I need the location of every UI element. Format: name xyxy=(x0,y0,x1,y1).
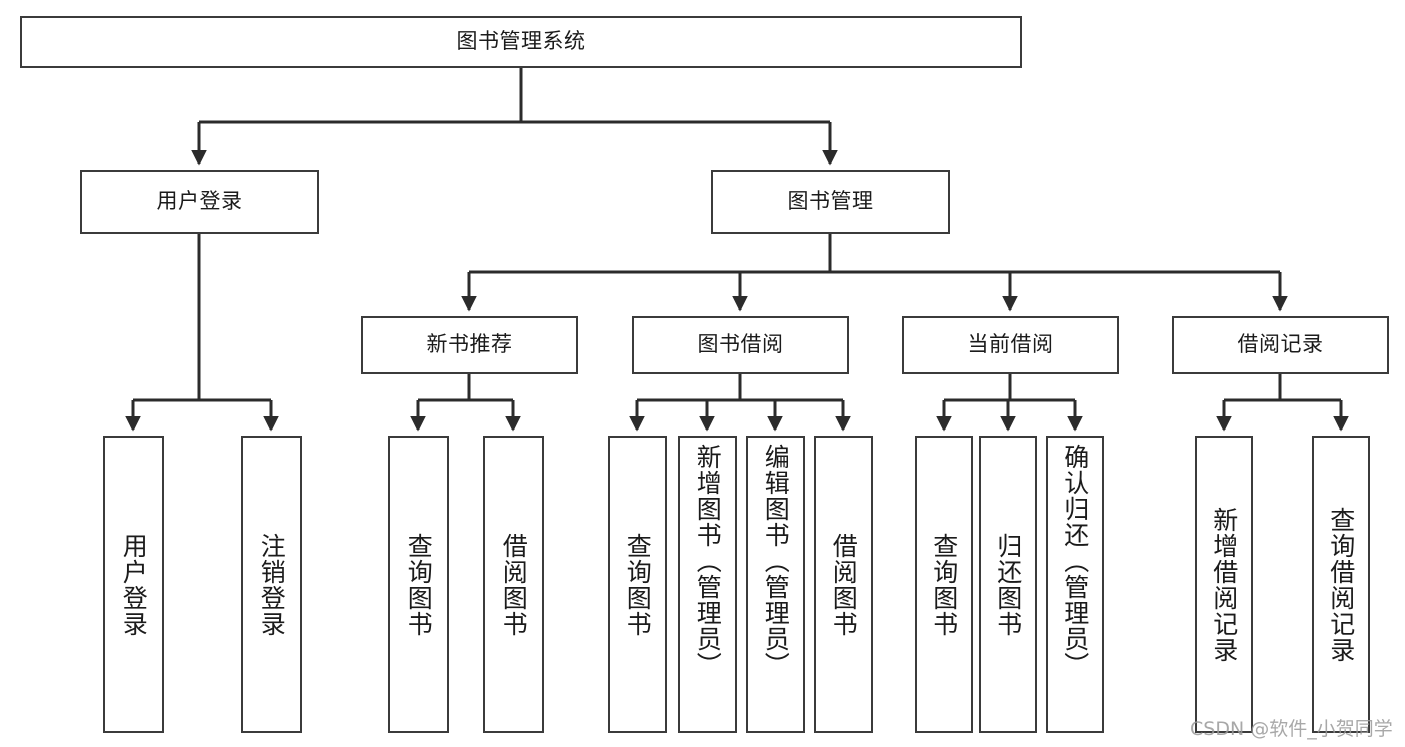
node-user-login[interactable]: 用户登录 xyxy=(80,170,319,234)
node-user-login-label: 用户登录 xyxy=(156,189,243,214)
leaf-borrow-query-book-label: 查询图书 xyxy=(623,532,653,637)
leaf-record-add[interactable]: 新增借阅记录 xyxy=(1195,436,1253,733)
leaf-record-query-label: 查询借阅记录 xyxy=(1326,506,1356,663)
leaf-record-query[interactable]: 查询借阅记录 xyxy=(1312,436,1370,733)
leaf-new-book-query-label: 查询图书 xyxy=(404,532,434,637)
leaf-user-login-signout-label: 注销登录 xyxy=(257,532,287,637)
leaf-new-book-borrow-label: 借阅图书 xyxy=(499,532,529,637)
leaf-user-login-signin-label: 用户登录 xyxy=(119,532,149,637)
leaf-borrow-borrow-book-label: 借阅图书 xyxy=(829,532,859,637)
node-book-borrow[interactable]: 图书借阅 xyxy=(632,316,849,374)
leaf-new-book-borrow[interactable]: 借阅图书 xyxy=(483,436,544,733)
node-root-system[interactable]: 图书管理系统 xyxy=(20,16,1022,68)
leaf-borrow-edit-book-admin[interactable]: 编辑图书（管理员） xyxy=(746,436,805,733)
leaf-new-book-query[interactable]: 查询图书 xyxy=(388,436,449,733)
leaf-current-return-book-label: 归还图书 xyxy=(993,532,1023,637)
node-new-book-recommend-label: 新书推荐 xyxy=(426,332,513,357)
node-book-management-label: 图书管理 xyxy=(787,189,874,214)
node-new-book-recommend[interactable]: 新书推荐 xyxy=(361,316,578,374)
leaf-current-return-book[interactable]: 归还图书 xyxy=(979,436,1037,733)
leaf-current-query-book[interactable]: 查询图书 xyxy=(915,436,973,733)
leaf-current-confirm-return-admin-label: 确认归还（管理员） xyxy=(1060,444,1090,678)
leaf-borrow-query-book[interactable]: 查询图书 xyxy=(608,436,667,733)
node-root-system-label: 图书管理系统 xyxy=(456,29,586,54)
node-borrow-record[interactable]: 借阅记录 xyxy=(1172,316,1389,374)
node-current-borrow[interactable]: 当前借阅 xyxy=(902,316,1119,374)
leaf-borrow-add-book-admin[interactable]: 新增图书（管理员） xyxy=(678,436,737,733)
csdn-watermark: CSDN @软件_小贺同学 xyxy=(1190,718,1393,740)
leaf-borrow-edit-book-admin-label: 编辑图书（管理员） xyxy=(761,444,791,678)
node-book-management[interactable]: 图书管理 xyxy=(711,170,950,234)
leaf-record-add-label: 新增借阅记录 xyxy=(1209,506,1239,663)
leaf-borrow-borrow-book[interactable]: 借阅图书 xyxy=(814,436,873,733)
leaf-borrow-add-book-admin-label: 新增图书（管理员） xyxy=(693,444,723,678)
leaf-user-login-signin[interactable]: 用户登录 xyxy=(103,436,164,733)
node-current-borrow-label: 当前借阅 xyxy=(967,332,1054,357)
node-book-borrow-label: 图书借阅 xyxy=(697,332,784,357)
leaf-user-login-signout[interactable]: 注销登录 xyxy=(241,436,302,733)
leaf-current-query-book-label: 查询图书 xyxy=(929,532,959,637)
node-borrow-record-label: 借阅记录 xyxy=(1237,332,1324,357)
leaf-current-confirm-return-admin[interactable]: 确认归还（管理员） xyxy=(1046,436,1104,733)
